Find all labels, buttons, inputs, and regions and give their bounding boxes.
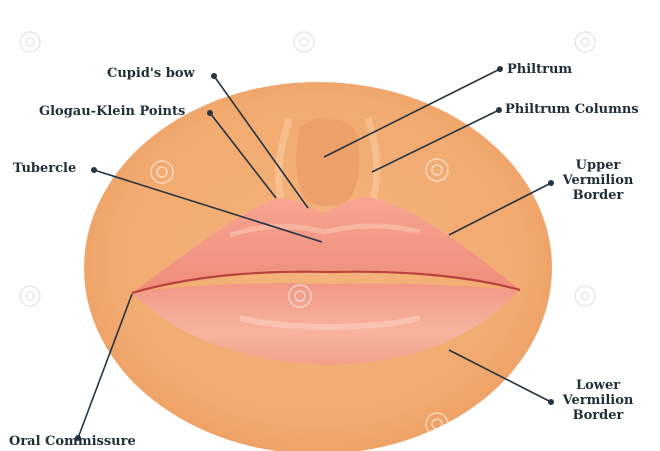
label-upper-line2: Vermilion <box>556 173 640 188</box>
label-lower-line2: Vermilion <box>556 393 640 408</box>
label-philtrum: Philtrum <box>507 62 572 77</box>
label-upper-line3: Border <box>556 188 640 203</box>
philtrum-shape <box>296 118 359 206</box>
label-lower-line1: Lower <box>556 378 640 393</box>
label-lower-vermilion-border: Lower Vermilion Border <box>556 378 640 423</box>
label-philtrum-columns: Philtrum Columns <box>505 102 639 117</box>
label-cupids-bow: Cupid's bow <box>107 66 195 81</box>
label-tubercle: Tubercle <box>13 161 76 176</box>
label-glogau-klein-points: Glogau-Klein Points <box>39 104 185 119</box>
label-lower-line3: Border <box>556 408 640 423</box>
label-upper-vermilion-border: Upper Vermilion Border <box>556 158 640 203</box>
label-oral-commissure: Oral Commissure <box>9 434 136 449</box>
label-upper-line1: Upper <box>556 158 640 173</box>
